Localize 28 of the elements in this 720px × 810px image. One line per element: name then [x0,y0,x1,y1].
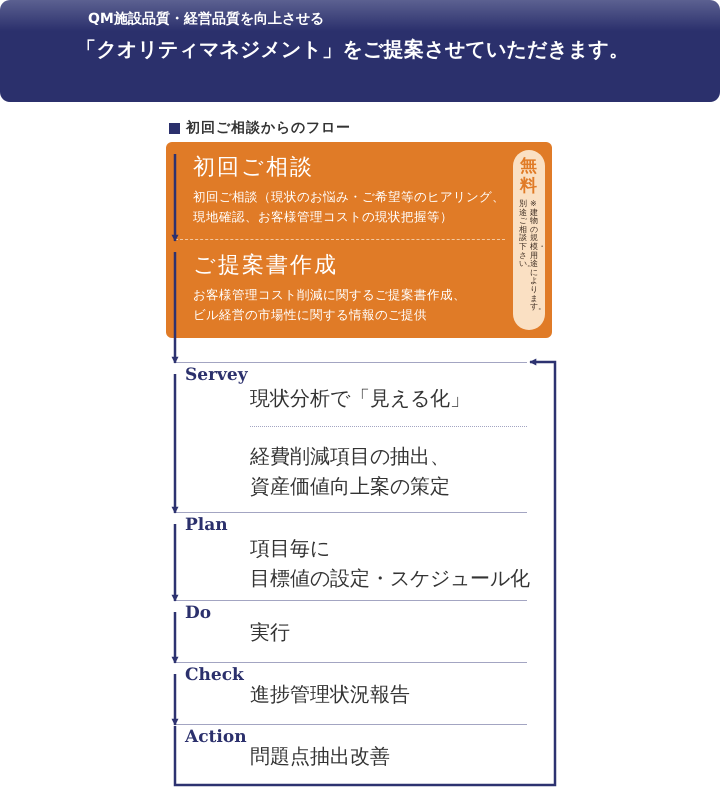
step-text: 現状分析で「見える化」 [250,385,470,412]
stage-label: Action [185,727,247,747]
step-text: 実行 [250,619,290,646]
arrow [172,252,178,364]
step-heading: ご提案書作成 [193,252,338,280]
flow-panel [166,142,552,338]
stage-label: Do [185,603,212,623]
badge-text: 無料 [520,156,538,196]
step-heading: 初回ご相談 [193,154,314,182]
arrow [172,674,178,726]
stage-label: Servey [185,365,248,385]
arrow [174,358,556,786]
arrow [172,154,178,242]
step-text: 進捗管理状況報告 [250,681,410,708]
step-text: 問題点抽出改善 [250,743,390,770]
header-text: 「クオリティマネジメント」をご提案させていただきます。 [76,36,630,63]
section-heading: 初回ご相談からのフロー [186,119,351,137]
arrow [172,524,178,602]
free-badge [513,150,545,330]
arrow [172,612,178,664]
step-description: お客様管理コスト削減に関するご提案書作成、ビル経営の市場性に関する情報のご提供 [193,286,466,324]
stage-label: Check [185,665,244,685]
header-text: QM施設品質・経営品質を向上させる [88,10,324,28]
stage-label: Plan [185,515,228,535]
step-text: 項目毎に目標値の設定・スケジュール化 [250,535,530,592]
step-text: 経費削減項目の抽出、資産価値向上案の策定 [250,443,450,500]
arrow [172,374,178,514]
step-description: 初回ご相談（現状のお悩み・ご希望等のヒアリング、現地確認、お客様管理コストの現状把握等） [193,188,505,226]
